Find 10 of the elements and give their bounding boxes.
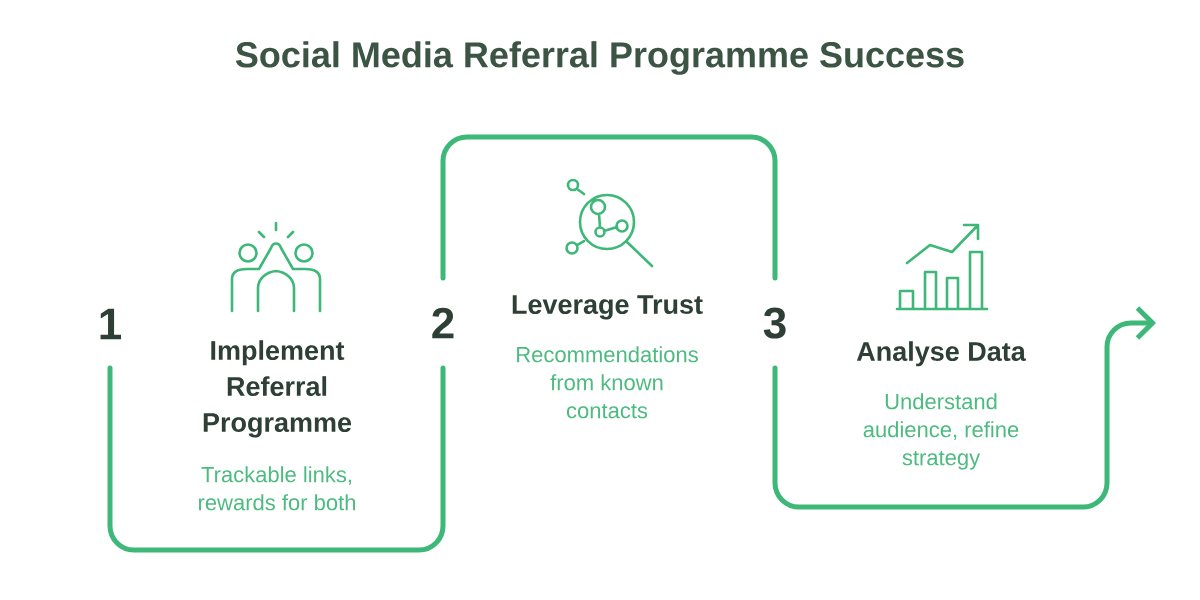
step-title: Analyse Data [856,341,1026,367]
step-description: Recommendations from known contacts [517,346,698,419]
step-number: 1 [100,308,121,340]
step-description: Trackable links, rewards for both [199,466,355,511]
diagram-title: Social Media Referral Programme Success [235,41,964,75]
step-number: 2 [432,307,454,339]
step-number: 3 [763,307,786,339]
step-title: Implement Referral Programme [203,340,352,438]
step-description: Understand audience, refine strategy [863,393,1019,470]
step-title: Leverage Trust [512,295,703,320]
